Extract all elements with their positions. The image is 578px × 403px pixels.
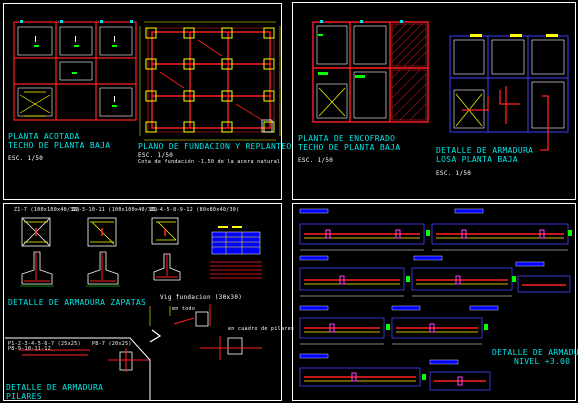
- title-detalle-armadura-pilares: DETALLE DE ARMADURA: [6, 383, 104, 392]
- panel-bottom-right[interactable]: [292, 203, 576, 401]
- subtitle-techo-planta-baja: TECHO DE PLANTA BAJA: [8, 141, 111, 150]
- pilar-label-2: P8-9-10-11-12: [8, 346, 52, 352]
- steel-table: [211, 231, 261, 255]
- title-detalle-armadura-zapatas: DETALLE DE ARMADURA ZAPATAS: [8, 298, 147, 307]
- plan-acotada: [13, 21, 137, 121]
- zapata-header-3: Z1-4-5-8-9-12 (80x80x40/30): [150, 207, 240, 213]
- note-gancho: en todo: [172, 306, 196, 312]
- panel-bottom-left[interactable]: [3, 203, 282, 401]
- subtitle-pilares: PILARES: [6, 392, 42, 401]
- subtitle-techo-planta-baja-2: TECHO DE PLANTA BAJA: [298, 143, 401, 152]
- note-cota-fundacion: Cota de fundación -1.50 de la acera natu…: [138, 159, 281, 165]
- zapata-header-2: Z2-3-10-11 (100x100x40/30): [72, 207, 159, 213]
- title-planta-acotada: PLANTA ACOTADA: [8, 132, 80, 141]
- subtitle-nivel-300: NIVEL +3.00: [514, 357, 571, 366]
- scale-detalle-losa: ESC. 1/50: [436, 170, 472, 177]
- pilar-label-1: P1-2-3-4-5-6-7 (25x25): [8, 341, 81, 347]
- label-viga-fundacion: Vig fundacion (30x30): [160, 294, 243, 301]
- panel-top-right[interactable]: [292, 2, 576, 200]
- title-planta-encofrado: PLANTA DE ENCOFRADO: [298, 134, 396, 143]
- title-plano-fundacion: PLANO DE FUNDACION Y REPLANTEO: [138, 142, 292, 151]
- scale-plano-fundacion: ESC. 1/50: [138, 152, 174, 159]
- subtitle-losa-planta-baja: LOSA PLANTA BAJA: [436, 155, 518, 164]
- panel-top-left[interactable]: [3, 3, 282, 200]
- title-detalle-armadura-losa: DETALLE DE ARMADURA: [436, 146, 534, 155]
- scale-planta-acotada: ESC. 1/50: [8, 155, 44, 162]
- plan-fundacion: [151, 31, 271, 129]
- beam-details: [299, 208, 572, 391]
- scale-planta-encofrado: ESC. 1/50: [298, 157, 334, 164]
- title-detalle-armadura-nivel: DETALLE DE ARMADURA: [492, 348, 578, 357]
- plan-encofrado: [312, 21, 429, 123]
- pilar-label-3: P8-7 (20x25): [92, 341, 132, 347]
- plan-losa: [449, 35, 569, 133]
- note-cuadro-pilares: en cuadro de pilares: [228, 326, 295, 332]
- zapata-header-1: Z1-7 (100x100x40/30): [14, 207, 81, 213]
